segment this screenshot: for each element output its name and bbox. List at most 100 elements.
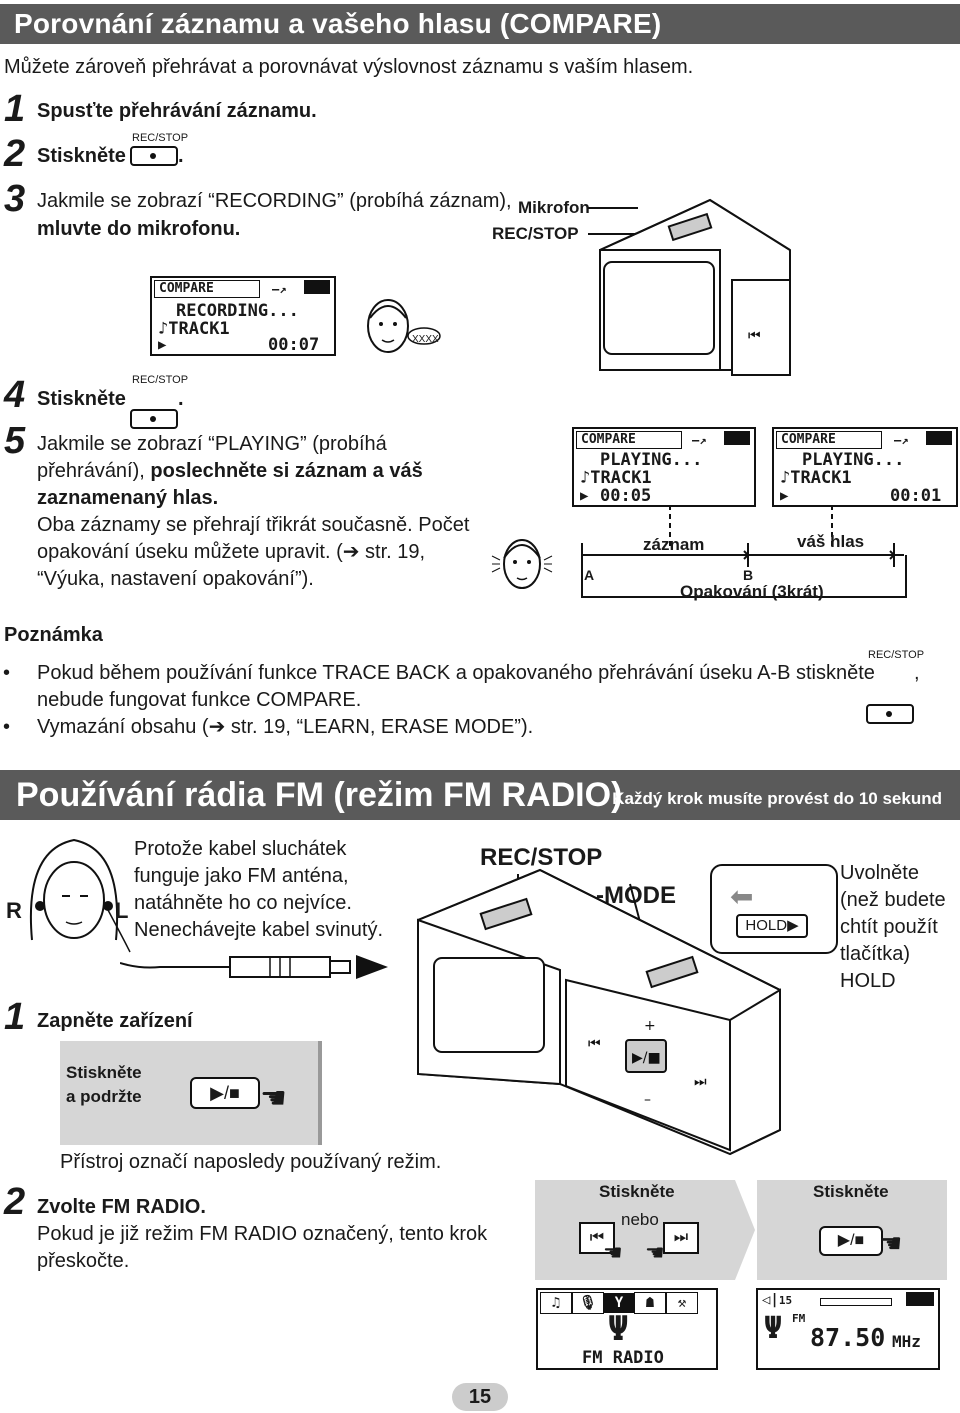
step-text: Jakmile se zobrazí “RECORDING” (probíhá … bbox=[37, 190, 512, 212]
speech-bubble-text: XXXX bbox=[412, 334, 439, 345]
lcd-header: COMPARE bbox=[576, 431, 682, 449]
battery-icon bbox=[304, 280, 330, 294]
recstop-button-label: REC/STOP bbox=[132, 374, 189, 386]
play-icon: ▶ bbox=[580, 488, 589, 504]
step-number: 4 bbox=[4, 374, 26, 416]
recstop-label: REC/STOP bbox=[480, 844, 603, 871]
battery-icon bbox=[906, 1292, 934, 1306]
signal-bar bbox=[820, 1298, 892, 1306]
svg-text:–: – bbox=[644, 1092, 651, 1108]
cable-note: Nenechávejte kabel svinutý. bbox=[134, 919, 384, 941]
settings-icon: ⚒ bbox=[666, 1292, 698, 1314]
step-text: Pokud je již režim FM RADIO označený, te… bbox=[37, 1223, 488, 1245]
ear-right-label: R bbox=[6, 898, 22, 923]
finger-press-icon: ☚ bbox=[260, 1082, 287, 1115]
section-title: Porovnání záznamu a vašeho hlasu (COMPAR… bbox=[14, 8, 662, 39]
play-icon: ▶ bbox=[158, 337, 167, 353]
svg-text:⏮: ⏮ bbox=[588, 1036, 601, 1052]
step-number: 2 bbox=[4, 133, 26, 175]
lcd-time: 00:01 bbox=[890, 486, 942, 506]
time-limit-note: Každý krok musíte provést do 10 sekund bbox=[612, 789, 942, 808]
step-number: 5 bbox=[4, 420, 26, 462]
lcd-track: ♪TRACK1 bbox=[158, 319, 230, 339]
play-stop-button[interactable]: ▶/■ bbox=[819, 1226, 883, 1256]
step-number: 1 bbox=[4, 88, 26, 130]
svg-text:⏭: ⏭ bbox=[694, 1074, 707, 1090]
note-text: nebude fungovat funkce COMPARE. bbox=[37, 689, 362, 711]
step-number: 2 bbox=[4, 1181, 26, 1223]
svg-text:▶/■: ▶/■ bbox=[632, 1050, 661, 1066]
volume-icon: ◁|15 bbox=[762, 1292, 793, 1308]
lcd-fm-radio: ◁|15 Ψ FM 87.50 MHz bbox=[756, 1288, 940, 1370]
hold-note: (než budete bbox=[840, 889, 946, 911]
lcd-playing-voice: COMPARE —↗ PLAYING... ♪TRACK1 ▶ 00:01 bbox=[772, 427, 958, 507]
step-text: opakování úseku můžete upravit. (➔ str. … bbox=[37, 541, 426, 563]
hold-note: tlačítka) bbox=[840, 943, 911, 965]
press-hold-text: Stiskněte bbox=[66, 1063, 142, 1082]
svg-text:⏮: ⏮ bbox=[748, 328, 761, 344]
cable-note: natáhněte ho co nejvíce. bbox=[134, 892, 352, 914]
note-heading: Poznámka bbox=[4, 624, 103, 646]
finger-press-icon: ☚ bbox=[603, 1240, 623, 1265]
timeline-record-label: záznam bbox=[643, 535, 705, 554]
device-illustration: ▶/■ ⏮ ⏭ + – bbox=[417, 868, 781, 1156]
lcd-playing-record: COMPARE —↗ PLAYING... ♪TRACK1 ▶ 00:05 bbox=[572, 427, 756, 507]
press-text: Stiskněte bbox=[813, 1182, 889, 1201]
step-text: Spusťte přehrávání záznamu. bbox=[37, 100, 317, 122]
step-number: 1 bbox=[4, 996, 26, 1038]
lcd-header: COMPARE bbox=[154, 280, 260, 298]
lcd-status: PLAYING... bbox=[600, 450, 703, 470]
play-stop-button[interactable]: ▶/■ bbox=[190, 1077, 260, 1109]
step-text: Jakmile se zobrazí “PLAYING” (probíhá bbox=[37, 433, 387, 455]
hold-switch[interactable]: HOLD▶ bbox=[736, 914, 808, 938]
skip-buttons-box: Stiskněte nebo ⏮ ⏭ ☚ ☚ bbox=[535, 1180, 735, 1280]
timeline-diagram bbox=[581, 505, 907, 598]
lcd-header: COMPARE bbox=[776, 431, 882, 449]
mic-label: Mikrofon bbox=[518, 198, 590, 217]
antenna-icon: Ψ bbox=[608, 1309, 629, 1349]
face-speaking-illustration bbox=[367, 299, 441, 353]
antenna-icon: Ψ bbox=[764, 1311, 783, 1346]
music-icon: ♫ bbox=[540, 1292, 572, 1314]
face-listening-illustration bbox=[491, 539, 553, 589]
section-title: Používání rádia FM (režim FM RADIO) bbox=[16, 776, 623, 814]
intro-text: Můžete zároveň přehrávat a porovnávat vý… bbox=[4, 56, 694, 78]
svg-text:+: + bbox=[644, 1018, 656, 1034]
note-bullet: Vymazání obsahu (➔ str. 19, “LEARN, ERAS… bbox=[3, 714, 533, 741]
previous-button[interactable]: ⏮ bbox=[579, 1222, 615, 1254]
compare-icon: ☗ bbox=[634, 1292, 666, 1314]
recstop-button-icon bbox=[130, 146, 178, 166]
lcd-recording: COMPARE —↗ RECORDING... ♪TRACK1 ▶ 00:07 bbox=[150, 276, 336, 356]
step-text: mluvte do mikrofonu. bbox=[37, 218, 241, 240]
step-text: “Výuka, nastavení opakování”). bbox=[37, 568, 314, 590]
lcd-mode-label: FM RADIO bbox=[582, 1348, 664, 1368]
hold-note: chtít použít bbox=[840, 916, 938, 938]
period: . bbox=[178, 145, 184, 167]
step-text: přehrávání), poslechněte si záznam a váš bbox=[37, 460, 423, 482]
hold-note: Uvolněte bbox=[840, 862, 919, 884]
ear-left-label: L bbox=[115, 898, 129, 923]
timeline-repeat-label: Opakování (3krát) bbox=[680, 582, 824, 601]
mic-icon: 🎙 bbox=[572, 1292, 604, 1314]
next-button[interactable]: ⏭ bbox=[663, 1222, 699, 1254]
play-button-box: Stiskněte ▶/■ ☚ bbox=[757, 1180, 947, 1280]
timeline-a-label: A bbox=[584, 567, 595, 583]
antenna-icon: Y bbox=[604, 1293, 634, 1313]
finger-press-icon: ☚ bbox=[879, 1228, 903, 1258]
period: . bbox=[178, 388, 184, 410]
note-bullet: Pokud během používání funkce TRACE BACK … bbox=[3, 660, 875, 687]
device-illustration: ⏮ bbox=[588, 198, 791, 376]
battery-icon bbox=[724, 431, 750, 445]
mode-icons-row: ♫🎙Y☗⚒ bbox=[540, 1292, 712, 1314]
repeat-icon: —↗ bbox=[894, 433, 909, 447]
lcd-time: 00:05 bbox=[600, 486, 652, 506]
cable-note: Protože kabel sluchátek bbox=[134, 838, 347, 860]
lcd-status: PLAYING... bbox=[802, 450, 905, 470]
section-title-bar: Porovnání záznamu a vašeho hlasu (COMPAR… bbox=[0, 4, 960, 44]
lcd-time: 00:07 bbox=[268, 335, 320, 355]
lcd-status: RECORDING... bbox=[176, 301, 299, 321]
press-hold-box: Stiskněte a podržte ▶/■ ☚ bbox=[60, 1041, 322, 1145]
fm-label: FM bbox=[792, 1312, 806, 1325]
comma: , bbox=[914, 662, 920, 684]
lcd-track: ♪TRACK1 bbox=[580, 468, 652, 488]
